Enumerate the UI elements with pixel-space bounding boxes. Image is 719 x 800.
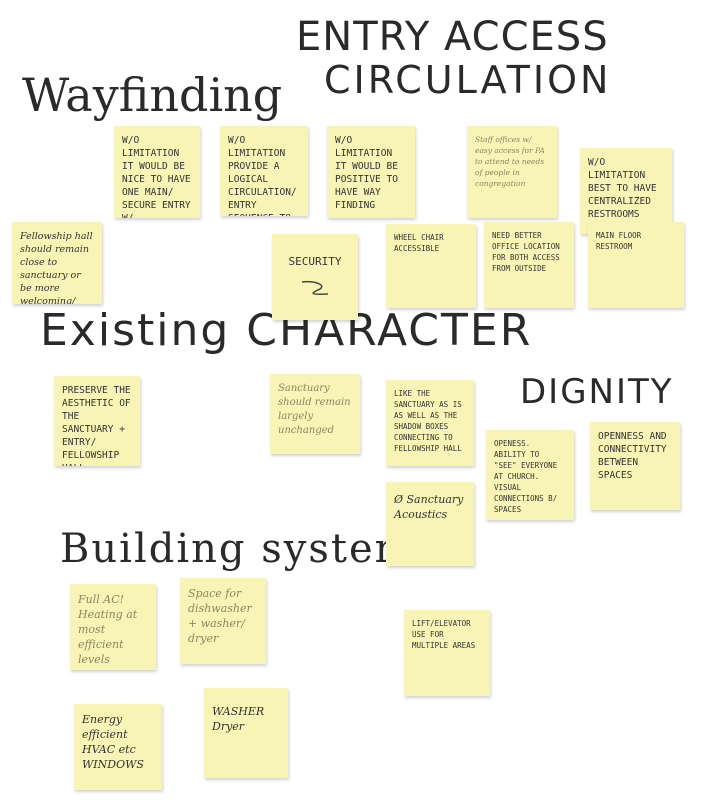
sticky-note-wheelchair-accessible: WHEEL CHAIR ACCESSIBLE <box>386 224 476 308</box>
sticky-note-sanctuary-acoustics: Ø Sanctuary Acoustics <box>386 482 474 566</box>
sticky-note-fellowship-hall: Fellowship hall should remain close to s… <box>12 222 102 304</box>
sticky-note-secure-entry: W/O LIMITATION IT WOULD BE NICE TO HAVE … <box>114 126 200 218</box>
sticky-note-office-location: NEED BETTER OFFICE LOCATION FOR BOTH ACC… <box>484 222 574 308</box>
sticky-note-wayfinding: W/O LIMITATION IT WOULD BE POSITIVE TO H… <box>327 126 415 218</box>
heading-entry-access: ENTRY ACCESS <box>296 14 609 60</box>
sticky-note-openness-visual: OPENESS. ABILITY TO "SEE" EVERYONE AT CH… <box>486 430 574 520</box>
sticky-note-logical-circulation: W/O LIMITATION PROVIDE A LOGICAL CIRCULA… <box>220 126 308 216</box>
arrow-doodle-icon <box>301 280 329 295</box>
sticky-note-centralized-restrooms: W/O LIMITATION BEST TO HAVE CENTRALIZED … <box>580 148 672 234</box>
sticky-note-preserve-aesthetic: PRESERVE THE AESTHETIC OF THE SANCTUARY … <box>54 376 140 466</box>
heading-dignity: DIGNITY <box>520 372 674 412</box>
sticky-note-main-floor-restroom: MAIN FLOOR RESTROOM <box>588 222 684 308</box>
security-label: SECURITY <box>288 255 342 268</box>
sticky-note-shadow-boxes: LIKE THE SANCTUARY AS IS AS WELL AS THE … <box>386 380 474 466</box>
sticky-note-energy-efficient: Energy efficient HVAC etc WINDOWS <box>74 704 162 790</box>
heading-building-systems: Building systems <box>60 526 438 572</box>
sticky-note-washer-dryer: WASHER Dryer <box>204 688 288 778</box>
sticky-note-dishwasher-space: Space for dishwasher + washer/ dryer <box>180 578 266 664</box>
sticky-note-security: SECURITY <box>272 234 358 320</box>
sticky-note-lift-elevator: LIFT/ELEVATOR USE FOR MULTIPLE AREAS <box>404 610 490 696</box>
heading-wayfinding: Wayfinding <box>22 68 283 122</box>
sticky-note-staff-offices: Staff offices w/ easy access for PA to a… <box>467 126 557 218</box>
sticky-note-full-ac: Full AC! Heating at most efficient level… <box>70 584 156 670</box>
sticky-note-sanctuary-unchanged: Sanctuary should remain largely unchange… <box>270 374 360 454</box>
sticky-note-openness-connectivity: OPENNESS AND CONNECTIVITY BETWEEN SPACES <box>590 422 680 510</box>
heading-circulation: CIRCULATION <box>324 58 612 102</box>
